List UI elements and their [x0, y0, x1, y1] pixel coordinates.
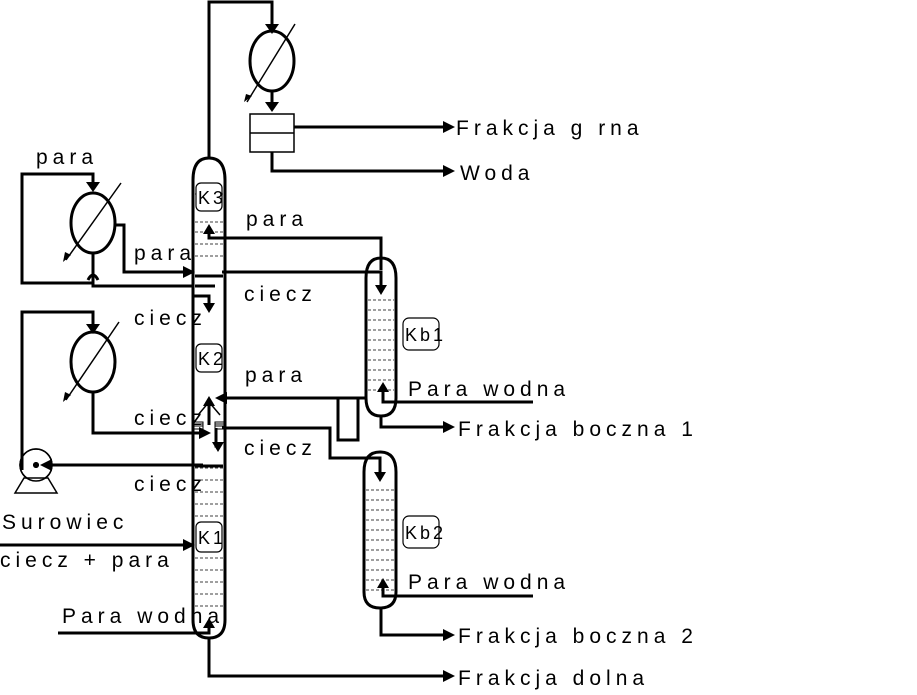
label-ciecz-from-k3: ciecz — [244, 283, 317, 306]
label-surowiec: Surowiec — [2, 511, 128, 534]
section-k3-tag: K3 — [198, 188, 226, 208]
section-kb2-tag: Kb2 — [405, 523, 446, 543]
label-para-wodna-main: Para wodna — [62, 605, 224, 628]
label-para-condenser-out: para — [134, 242, 196, 265]
separator-drum — [249, 113, 295, 153]
label-para-wodna-kb2: Para wodna — [408, 571, 570, 594]
label-ciecz-para: ciecz + para — [0, 549, 174, 572]
label-para-to-kb2: para — [245, 364, 307, 387]
label-ciecz-to-kb2: ciecz — [244, 437, 317, 460]
main-column: K3 K2 K1 — [191, 156, 227, 640]
label-frakcja-boczna-2: Frakcja boczna 2 — [458, 625, 698, 648]
label-para-to-kb1: para — [246, 208, 308, 231]
label-para-top-left: para — [36, 146, 98, 169]
pump-symbol — [13, 448, 203, 494]
pumparound-cooler-lower — [20, 310, 211, 470]
label-frakcja-boczna-1: Frakcja boczna 1 — [458, 418, 698, 441]
label-para-wodna-kb1: Para wodna — [408, 378, 570, 401]
section-k1-tag: K1 — [198, 528, 226, 548]
label-ciecz-reflux-k3: ciecz — [134, 307, 207, 330]
side-column-kb2: Kb2 — [362, 450, 446, 610]
label-frakcja-dolna: Frakcja dolna — [458, 667, 649, 690]
label-ciecz-reflux-k2: ciecz — [134, 407, 207, 430]
label-woda: Woda — [460, 162, 534, 185]
side-column-kb1: Kb1 — [364, 256, 446, 418]
pumparound-cooler-upper — [20, 172, 215, 313]
label-frakcja-gorna: Frakcja g rna — [456, 117, 644, 140]
section-kb1-tag: Kb1 — [405, 325, 446, 345]
section-k2-tag: K2 — [198, 349, 226, 369]
label-ciecz-pump: ciecz — [134, 473, 207, 496]
overhead-condenser — [207, 0, 296, 158]
